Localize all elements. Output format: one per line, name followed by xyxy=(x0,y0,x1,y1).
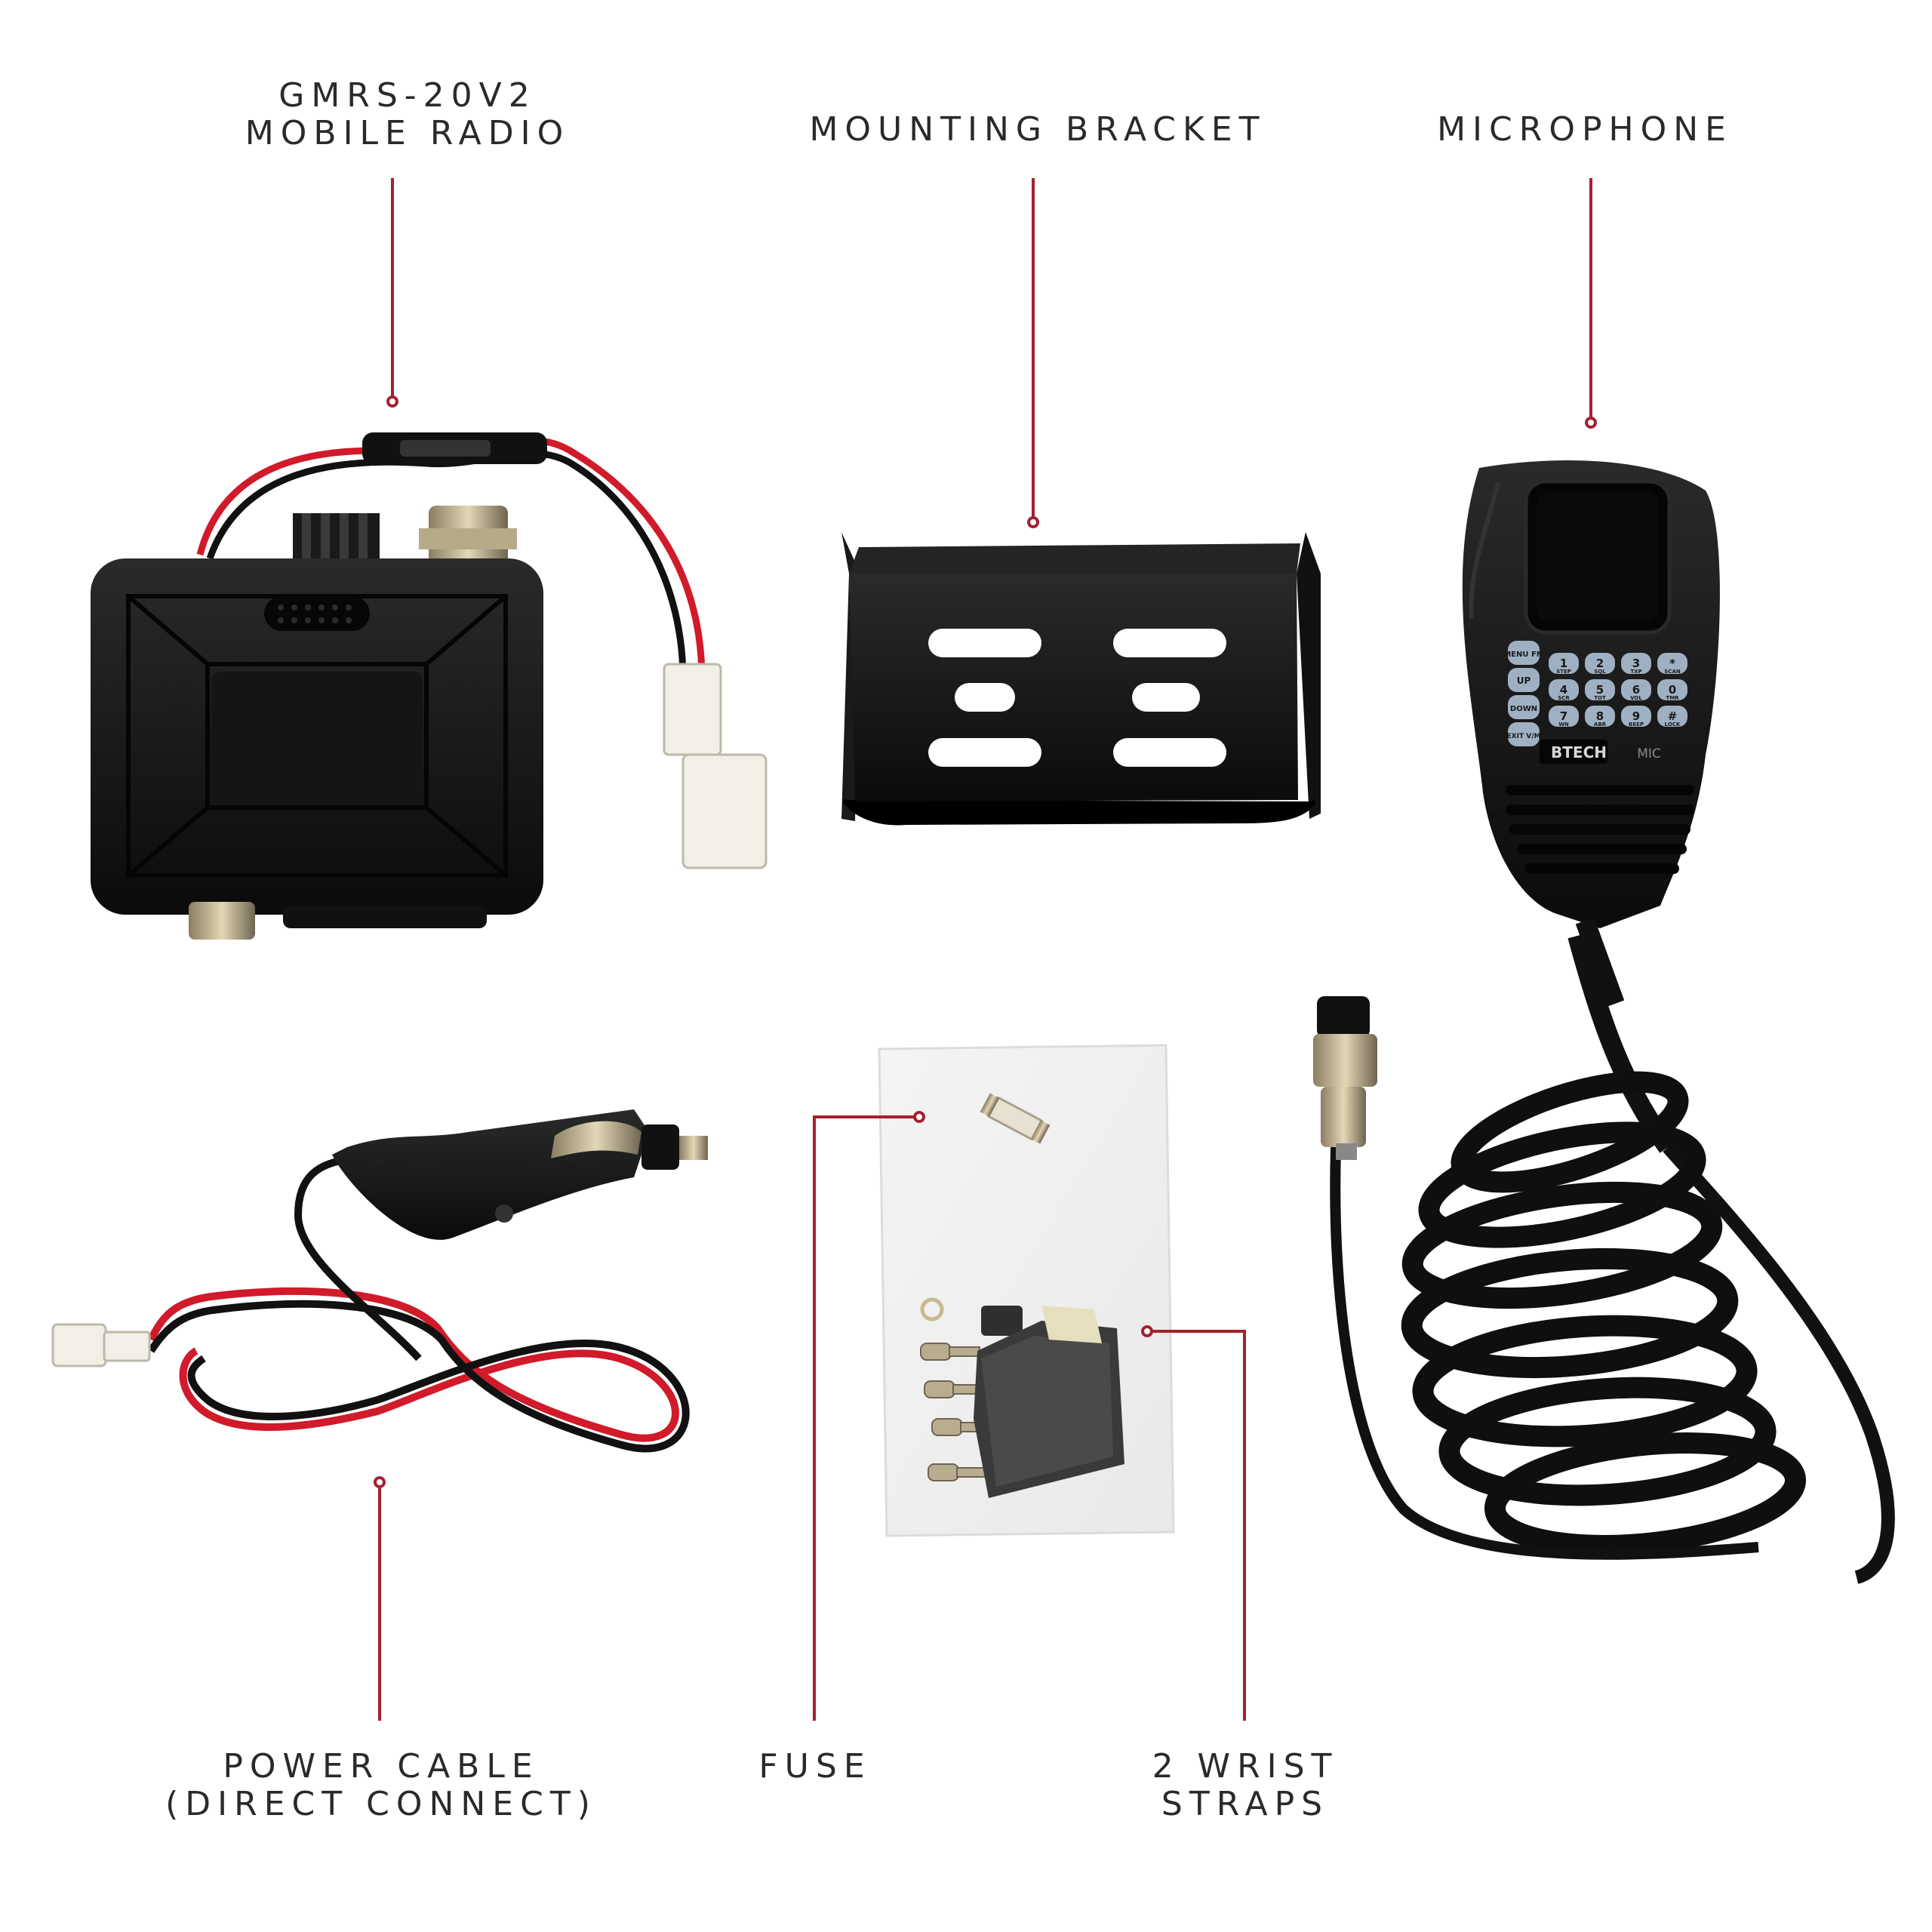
key-side-4: EXIT V/M xyxy=(1507,733,1541,740)
key-5: 5 xyxy=(1596,683,1604,697)
leader-dot-fuse xyxy=(913,1111,925,1123)
key-7-sub: WN xyxy=(1558,721,1569,728)
label-wrist-straps: 2 WRIST STRAPS xyxy=(1117,1748,1374,1823)
mobile-radio-image xyxy=(91,432,768,940)
key-4-sub: SCR xyxy=(1558,695,1570,701)
leader-line-straps-horizontal xyxy=(1152,1330,1246,1333)
leader-line-bracket xyxy=(1032,178,1035,518)
label-power-cable-line1: POWER CABLE xyxy=(223,1747,540,1786)
power-cable-image xyxy=(51,1109,708,1453)
microphone-image: MENU FM UP DOWN EXIT V/M 1 2 3 * 4 5 6 0… xyxy=(1313,460,1895,1584)
microphone-keypad xyxy=(1508,641,1687,746)
label-mobile-radio-line2: MOBILE RADIO xyxy=(245,114,571,152)
key-3-sub: TXP xyxy=(1630,669,1641,675)
label-mobile-radio: GMRS-20V2 MOBILE RADIO xyxy=(226,77,589,152)
key-star-sub: SCAN xyxy=(1664,669,1681,675)
microphone-brand: BTECH xyxy=(1551,743,1607,761)
key-6: 6 xyxy=(1632,683,1640,697)
microphone-model: MIC xyxy=(1637,746,1661,761)
leader-line-straps-vertical xyxy=(1243,1330,1246,1721)
key-side-3: DOWN xyxy=(1510,705,1537,713)
key-hash: # xyxy=(1668,709,1678,723)
key-side-1: MENU FM xyxy=(1503,651,1544,659)
key-2: 2 xyxy=(1596,657,1604,670)
label-power-cable-line2: (DIRECT CONNECT) xyxy=(165,1785,597,1823)
leader-line-radio xyxy=(391,178,394,397)
key-9: 9 xyxy=(1632,709,1640,723)
key-side-2: UP xyxy=(1517,675,1531,686)
leader-dot-power-cable xyxy=(374,1476,386,1488)
key-star: * xyxy=(1669,657,1675,670)
key-1-sub: STEP xyxy=(1556,669,1571,675)
leader-dot-radio xyxy=(386,395,398,408)
key-6-sub: VOL xyxy=(1630,695,1642,701)
key-0-sub: TMR xyxy=(1666,695,1679,701)
mounting-bracket-image xyxy=(841,532,1321,826)
key-3: 3 xyxy=(1632,657,1640,670)
leader-line-power-cable xyxy=(378,1488,381,1721)
key-hash-sub: LOCK xyxy=(1665,721,1681,728)
key-0: 0 xyxy=(1669,683,1676,697)
label-mounting-bracket: MOUNTING BRACKET xyxy=(809,110,1266,149)
label-fuse: FUSE xyxy=(758,1747,872,1786)
label-mobile-radio-line1: GMRS-20V2 xyxy=(278,76,537,115)
leader-line-fuse-vertical xyxy=(813,1115,816,1721)
key-9-sub: BEEP xyxy=(1629,721,1644,728)
key-2-sub: SQL xyxy=(1594,669,1606,675)
accessory-bag-image xyxy=(878,1044,1175,1537)
label-wrist-straps-line2: STRAPS xyxy=(1161,1785,1330,1823)
key-8: 8 xyxy=(1596,709,1604,723)
key-5-sub: TOT xyxy=(1594,695,1606,701)
leader-line-microphone xyxy=(1589,178,1592,418)
label-power-cable: POWER CABLE (DIRECT CONNECT) xyxy=(140,1748,623,1823)
label-wrist-straps-line1: 2 WRIST xyxy=(1152,1747,1339,1786)
key-1: 1 xyxy=(1560,657,1567,670)
leader-dot-bracket xyxy=(1027,516,1039,528)
key-8-sub: ABR xyxy=(1594,721,1607,728)
key-7: 7 xyxy=(1560,709,1567,723)
leader-dot-microphone xyxy=(1585,417,1597,429)
leader-line-fuse-horizontal xyxy=(813,1115,915,1118)
label-microphone: MICROPHONE xyxy=(1437,110,1733,149)
key-4: 4 xyxy=(1560,683,1567,697)
